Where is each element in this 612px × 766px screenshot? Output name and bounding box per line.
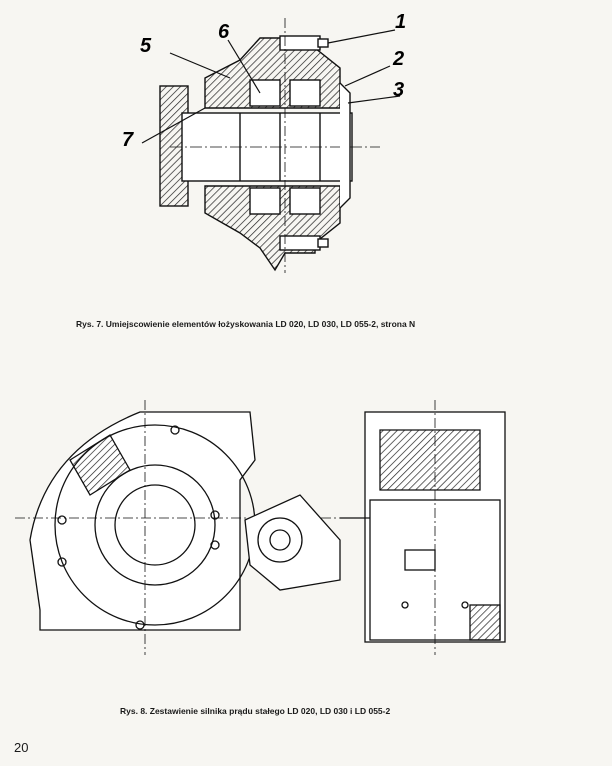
figure-8-caption: Rys. 8. Zestawienie silnika prądu stałeg… (120, 706, 391, 716)
callout-3: 3 (393, 79, 404, 101)
callout-2: 2 (392, 48, 404, 70)
callout-1: 1 (395, 11, 406, 33)
page-number: 20 (14, 740, 29, 755)
callout-7: 7 (122, 129, 134, 151)
bearing-assembly-drawing: 1 2 3 5 6 7 (122, 11, 406, 273)
callout-6: 6 (218, 21, 230, 43)
figure-7-caption: Rys. 7. Umiejscowienie elementów łożysko… (76, 319, 416, 329)
callout-5: 5 (140, 35, 152, 57)
motor-assembly-drawing (15, 400, 506, 655)
